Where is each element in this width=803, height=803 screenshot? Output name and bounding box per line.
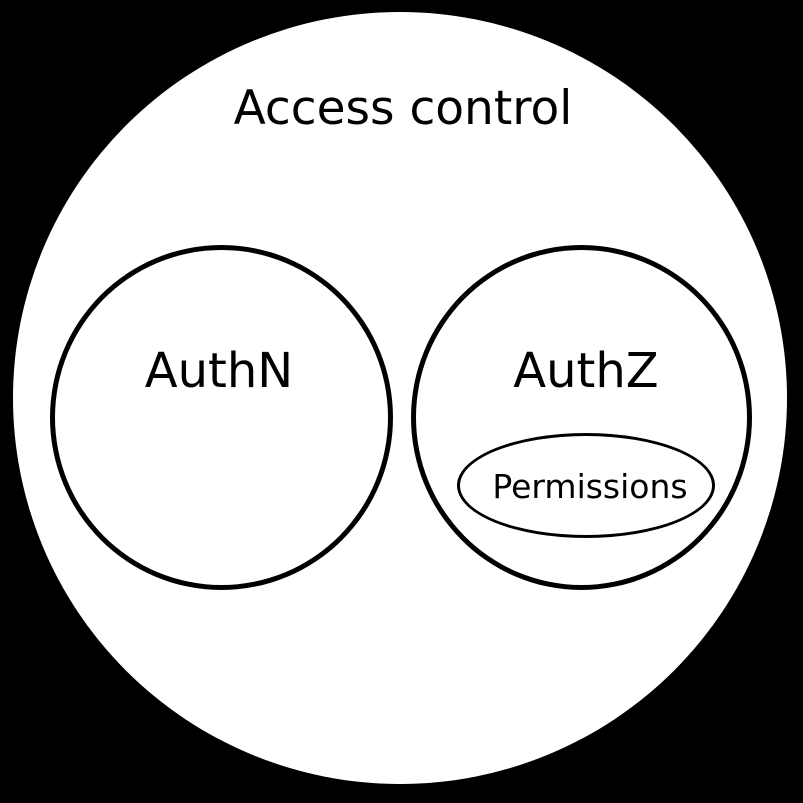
subset-label-permissions: Permissions: [492, 467, 688, 506]
set-label-authz: AuthZ: [513, 343, 659, 399]
set-circle-authz: [411, 245, 752, 590]
subset-ellipse-permissions: [457, 433, 715, 538]
set-circle-authn: [50, 245, 393, 590]
set-label-authn: AuthN: [144, 343, 294, 399]
diagram-title: Access control: [233, 81, 573, 136]
